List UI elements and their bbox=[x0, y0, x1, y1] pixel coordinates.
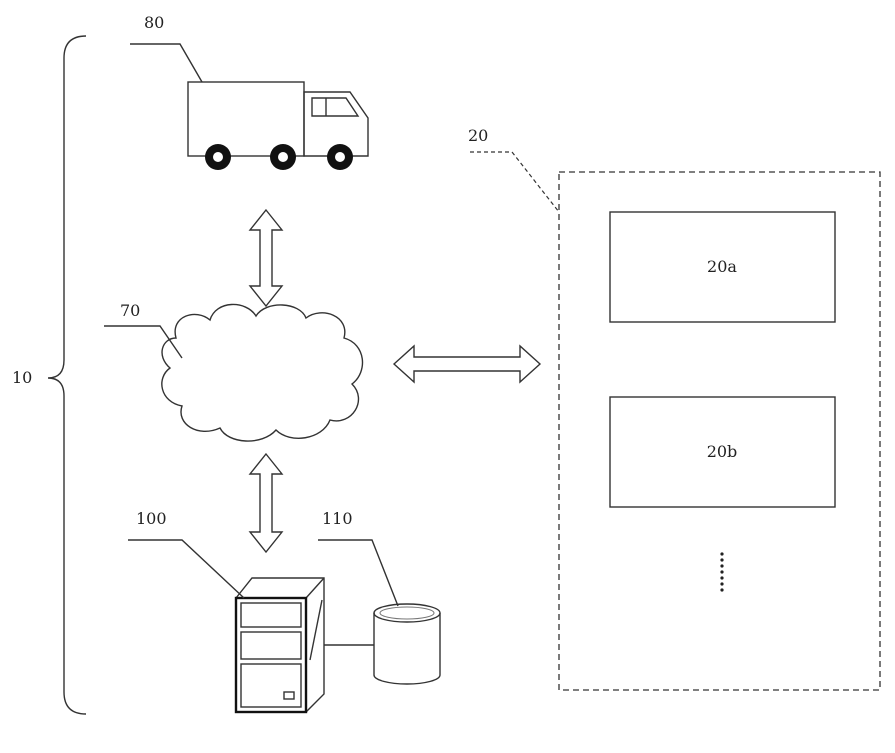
leader-vehicle bbox=[130, 44, 202, 82]
truck-icon bbox=[188, 82, 368, 170]
label-terminal-a: 20a bbox=[707, 257, 737, 276]
label-network: 70 bbox=[120, 301, 140, 320]
database-icon bbox=[374, 604, 440, 684]
arrow-network-terminals bbox=[394, 346, 540, 382]
arrow-vehicle-network bbox=[250, 210, 282, 306]
label-database: 110 bbox=[322, 509, 353, 528]
leader-database bbox=[318, 540, 398, 606]
label-terminal-b: 20b bbox=[707, 442, 738, 461]
ellipsis-dots bbox=[720, 552, 723, 591]
arrow-network-server bbox=[250, 454, 282, 552]
terminal-group-box bbox=[559, 172, 880, 690]
system-brace bbox=[48, 36, 86, 714]
cloud-icon bbox=[162, 304, 363, 441]
label-vehicle: 80 bbox=[144, 13, 164, 32]
leader-terminal-group bbox=[470, 152, 559, 212]
label-system: 10 bbox=[12, 368, 32, 387]
leader-server bbox=[128, 540, 244, 598]
server-icon bbox=[236, 578, 324, 712]
label-terminal-group: 20 bbox=[468, 126, 488, 145]
label-server: 100 bbox=[136, 509, 167, 528]
leader-network bbox=[104, 326, 182, 358]
